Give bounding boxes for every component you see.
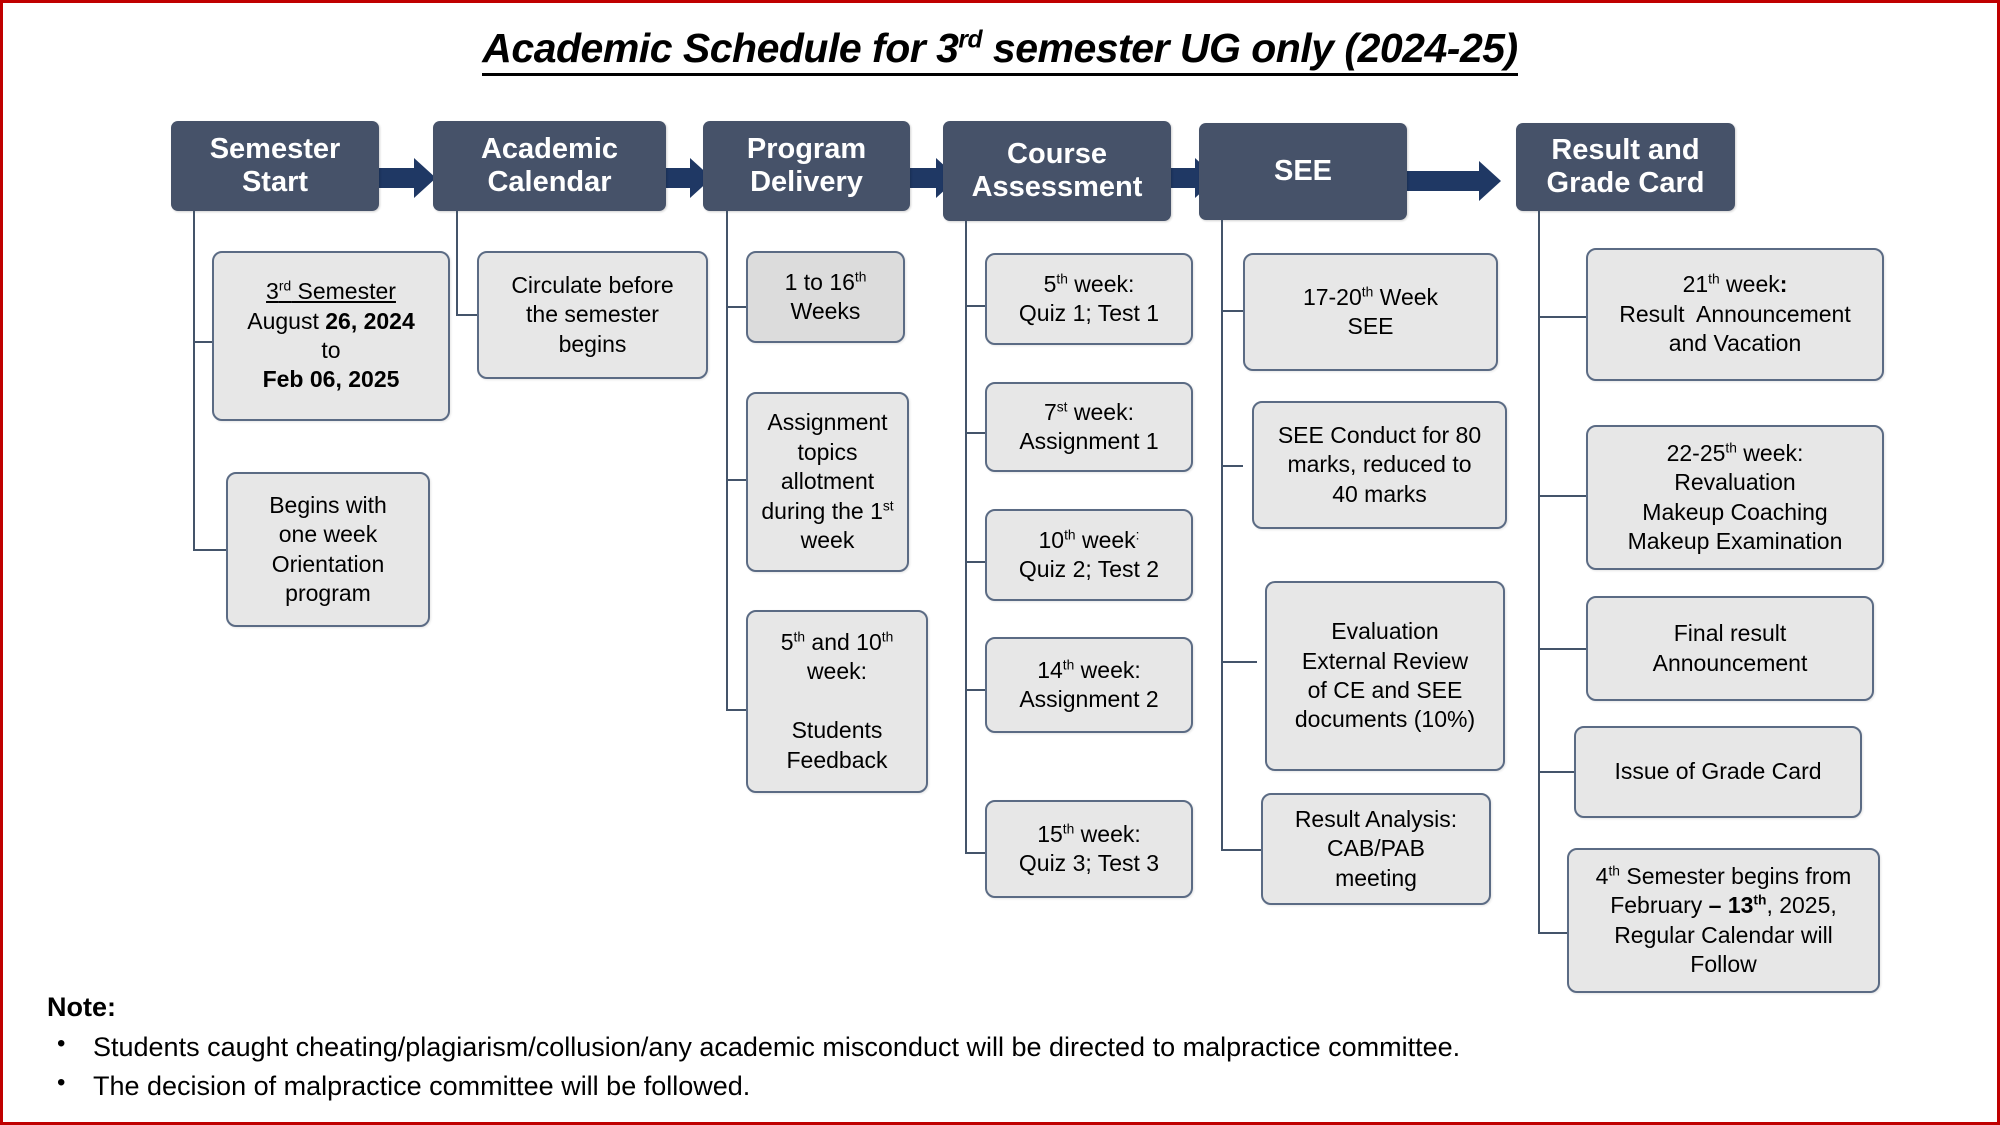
node-issue-grade-card[interactable]: Issue of Grade Card	[1574, 726, 1862, 818]
node-week5-quiz1[interactable]: 5th week:Quiz 1; Test 1	[985, 253, 1193, 345]
note-item-1: • Students caught cheating/plagiarism/co…	[47, 1028, 1460, 1066]
node-see-conduct-text: SEE Conduct for 80 marks, reduced to 40 …	[1277, 421, 1482, 507]
node-issue-grade-card-text: Issue of Grade Card	[1614, 758, 1822, 785]
connector-stub-col1-n1	[193, 341, 215, 343]
connector-stub-col6-n4	[1538, 771, 1574, 773]
node-week7-assignment1-text: 7st week:Assignment 1	[1019, 398, 1159, 454]
connector-stub-col4-n4	[965, 689, 987, 691]
bullet-glyph: •	[57, 1068, 66, 1096]
note-item-1-text: Students caught cheating/plagiarism/coll…	[93, 1032, 1461, 1063]
bullet-glyph: •	[57, 1030, 66, 1058]
connector-spine-col3	[726, 211, 728, 711]
node-result-analysis-text: Result Analysis: CAB/PAB meeting	[1294, 805, 1458, 891]
connector-spine-col6	[1538, 211, 1540, 934]
node-orientation[interactable]: Begins with one week Orientation program	[226, 472, 430, 627]
connector-spine-col2	[456, 211, 458, 316]
node-week10-quiz2[interactable]: 10th week:Quiz 2; Test 2	[985, 509, 1193, 601]
note-item-2: • The decision of malpractice committee …	[47, 1067, 1460, 1105]
connector-spine-col1	[193, 211, 195, 551]
note-list: • Students caught cheating/plagiarism/co…	[47, 1028, 1460, 1105]
node-week7-assignment1[interactable]: 7st week:Assignment 1	[985, 382, 1193, 472]
connector-stub-col3-n2	[726, 479, 748, 481]
connector-stub-col4-n5	[965, 852, 987, 854]
node-see-evaluation-text: Evaluation External Review of CE and SEE…	[1294, 618, 1476, 733]
connector-stub-col2-n1	[456, 314, 478, 316]
page-title: Academic Schedule for 3rd semester UG on…	[3, 25, 1997, 76]
connector-stub-col3-n1	[726, 306, 748, 308]
node-see-conduct[interactable]: SEE Conduct for 80 marks, reduced to 40 …	[1252, 401, 1507, 529]
node-semester-dates[interactable]: 3rd Semester August 26, 2024 to Feb 06, …	[212, 251, 450, 421]
connector-stub-col6-n5	[1538, 932, 1574, 934]
node-week15-quiz3-text: 15th week:Quiz 3; Test 3	[1018, 820, 1160, 876]
note-block: Note: • Students caught cheating/plagiar…	[47, 988, 1460, 1105]
flow-arrow-3	[910, 158, 958, 198]
header-see-label: SEE	[1273, 154, 1333, 187]
header-see[interactable]: SEE	[1199, 123, 1407, 220]
connector-stub-col5-n3	[1221, 661, 1257, 663]
connector-stub-col3-n3	[726, 709, 748, 711]
connector-stub-col6-n2	[1538, 495, 1586, 497]
flow-arrow-5	[1401, 161, 1501, 201]
node-circulate-calendar[interactable]: Circulate before the semester begins	[477, 251, 708, 379]
node-week5-quiz1-text: 5th week:Quiz 1; Test 1	[1018, 270, 1160, 326]
flow-arrow-2	[666, 158, 712, 198]
node-circulate-calendar-text: Circulate before the semester begins	[511, 271, 674, 357]
node-final-result-text: Final result Announcement	[1652, 620, 1808, 676]
connector-stub-col5-n4	[1221, 849, 1261, 851]
flow-arrow-4	[1171, 158, 1217, 198]
node-final-result[interactable]: Final result Announcement	[1586, 596, 1874, 701]
connector-stub-col4-n2	[965, 432, 987, 434]
title-ordinal-sup: rd	[958, 26, 982, 54]
flow-arrow-1	[378, 158, 436, 198]
note-heading: Note:	[47, 992, 116, 1022]
node-see-evaluation[interactable]: Evaluation External Review of CE and SEE…	[1265, 581, 1505, 771]
connector-stub-col1-n2	[193, 549, 229, 551]
connector-stub-col5-n1	[1221, 310, 1243, 312]
connector-stub-col5-n2	[1221, 465, 1243, 467]
connector-spine-col5	[1221, 220, 1223, 851]
note-item-2-text: The decision of malpractice committee wi…	[93, 1070, 751, 1101]
node-week10-quiz2-text: 10th week:Quiz 2; Test 2	[1018, 526, 1160, 582]
title-prefix: Academic Schedule for 3	[482, 25, 959, 71]
connector-stub-col4-n3	[965, 561, 987, 563]
connector-stub-col6-n1	[1538, 316, 1586, 318]
node-week14-assignment2[interactable]: 14th week:Assignment 2	[985, 637, 1193, 733]
title-suffix: semester UG only (2024-25)	[982, 25, 1518, 71]
node-week14-assignment2-text: 14th week:Assignment 2	[1019, 656, 1159, 712]
node-semester-dates-text: 3rd Semester August 26, 2024 to Feb 06, …	[247, 278, 415, 393]
node-week15-quiz3[interactable]: 15th week:Quiz 3; Test 3	[985, 800, 1193, 898]
node-orientation-text: Begins with one week Orientation program	[269, 491, 387, 606]
node-result-analysis[interactable]: Result Analysis: CAB/PAB meeting	[1261, 793, 1491, 905]
connector-stub-col6-n3	[1538, 648, 1586, 650]
connector-spine-col4	[965, 221, 967, 854]
connector-stub-col4-n1	[965, 305, 987, 307]
